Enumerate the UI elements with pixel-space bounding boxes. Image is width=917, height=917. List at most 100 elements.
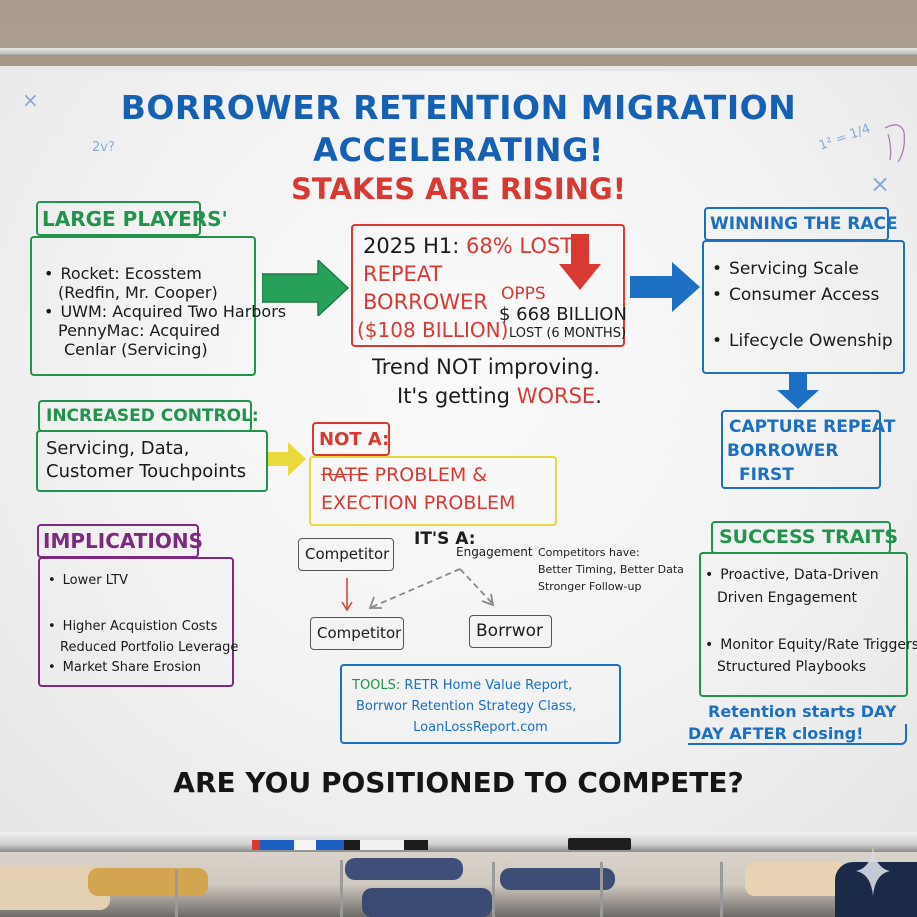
- marker-blue[interactable]: [260, 840, 294, 850]
- winning-header: WINNING THE RACE: [710, 214, 898, 234]
- tools-label: TOOLS:: [352, 678, 401, 693]
- stats-repeat: REPEAT: [363, 262, 443, 286]
- capture-line: BORROWER: [727, 441, 839, 461]
- tools-line2: Borrwor Retention Strategy Class,: [356, 699, 577, 714]
- winning-box: Servicing Scale Consumer Access Lifecycl…: [702, 240, 905, 374]
- not-a-header-box: NOT A:: [312, 422, 390, 456]
- not-a-struck: RATE: [321, 464, 369, 486]
- not-a-line1: PROBLEM &: [374, 464, 488, 486]
- success-traits-item: Structured Playbooks: [717, 659, 867, 675]
- trend-line-2: It's getting WORSE.: [397, 384, 602, 408]
- arrow-down-red-icon: [559, 234, 601, 290]
- chair-leg: [340, 860, 343, 917]
- success-traits-item: Monitor Equity/Rate Triggers: [705, 636, 917, 655]
- stats-billion: ($108 BILLION): [357, 318, 509, 342]
- success-traits-header-box: SUCCESS TRAITS: [711, 521, 899, 554]
- doodle-x-right: ×: [870, 170, 891, 198]
- winning-item: Consumer Access: [712, 286, 879, 305]
- large-players-box: Rocket: Ecosstem (Redfin, Mr. Cooper) UW…: [30, 236, 286, 376]
- success-traits-item: Driven Engagement: [717, 590, 857, 606]
- retention-line-1: Retention starts DAY: [708, 702, 897, 721]
- increased-control-line: Customer Touchpoints: [46, 461, 247, 482]
- opps-period: LOST (6 MONTHS): [509, 326, 627, 341]
- competitor-node-label: Competitor: [317, 624, 402, 642]
- tools-line1: RETR Home Value Report,: [404, 678, 573, 693]
- competitor-node-top: Competitor: [298, 538, 394, 571]
- winning-item: Servicing Scale: [712, 260, 859, 279]
- large-players-item: UWM: Acquired Two Harbors: [44, 302, 286, 321]
- arrow-down-red-small-icon: [341, 578, 353, 612]
- title-line-2: ACCELERATING!: [313, 131, 604, 169]
- stats-lost-percent: 68% LOST: [466, 234, 574, 258]
- implications-header: IMPLICATIONS: [43, 529, 204, 553]
- borrower-node-label: Borrwor: [476, 621, 544, 641]
- marker-red[interactable]: [252, 840, 260, 850]
- stats-borrower: BORROWER: [363, 290, 488, 314]
- increased-control-line: Servicing, Data,: [46, 438, 190, 459]
- success-traits-item: Proactive, Data-Driven: [705, 566, 878, 585]
- implications-item: Lower LTV: [48, 571, 128, 590]
- doodle-note: 2v?: [92, 140, 115, 155]
- borrower-node: Borrwor: [469, 615, 552, 648]
- trend-suffix: .: [595, 384, 602, 408]
- stats-period: 2025 H1:: [363, 234, 460, 258]
- large-players-header-box: LARGE PLAYERS': [36, 201, 228, 236]
- chair-leg: [492, 862, 495, 917]
- opps-value: $ 668 BILLION: [499, 304, 627, 325]
- arrow-right-yellow-icon: [268, 442, 306, 476]
- eraser[interactable]: [568, 838, 631, 850]
- competitors-have-line: Better Timing, Better Data: [538, 563, 684, 576]
- marker-tray: [0, 832, 917, 852]
- closing-question: ARE YOU POSITIONED TO COMPETE?: [173, 766, 744, 799]
- competitor-node-label: Competitor: [305, 545, 390, 563]
- winning-item: Lifecycle Owenship: [712, 332, 893, 351]
- implications-item: Reduced Portfolio Leverage: [60, 640, 239, 655]
- arrow-right-blue-icon: [630, 262, 700, 312]
- not-a-header: NOT A:: [319, 429, 390, 450]
- implications-header-box: IMPLICATIONS: [37, 524, 204, 558]
- competitors-have: Competitors have: Better Timing, Better …: [538, 544, 684, 595]
- retention-line-2: DAY AFTER closing!: [688, 724, 908, 745]
- marker-blue-2[interactable]: [316, 840, 344, 850]
- success-traits-box: Proactive, Data-Driven Driven Engagement…: [699, 552, 917, 697]
- competitor-node-bottom: Competitor: [310, 617, 404, 650]
- arrow-right-green-icon: [262, 260, 350, 316]
- large-players-item: PennyMac: Acquired: [58, 321, 220, 340]
- tools-box: TOOLS: RETR Home Value Report, Borrwor R…: [340, 664, 621, 744]
- chair-blue-back: [345, 858, 463, 880]
- marker-label: [360, 840, 404, 850]
- not-a-line2: EXECTION PROBLEM: [321, 492, 516, 514]
- title-line-1: BORROWER RETENTION MIGRATION: [120, 88, 797, 127]
- whiteboard: [0, 71, 917, 833]
- competitors-have-line: Stronger Follow-up: [538, 580, 642, 593]
- success-traits-header: SUCCESS TRAITS: [719, 526, 899, 548]
- not-a-box: RATE PROBLEM & EXECTION PROBLEM: [309, 456, 557, 526]
- doodle-x: ×: [22, 88, 39, 112]
- engagement-label: Engagement: [456, 545, 533, 559]
- chair-leg: [720, 862, 723, 917]
- capture-line: FIRST: [739, 465, 794, 485]
- top-rail: [0, 48, 917, 56]
- chair-blue-seat: [362, 888, 492, 917]
- winning-header-box: WINNING THE RACE: [704, 207, 898, 241]
- implications-item: Higher Acquistion Costs: [48, 617, 218, 636]
- implications-box: Lower LTV Higher Acquistion Costs Reduce…: [38, 557, 238, 687]
- doodle-purple-scribble: [884, 124, 906, 163]
- increased-control-header-box: INCREASED CONTROL:: [38, 400, 259, 432]
- chair-blue: [500, 868, 615, 890]
- arrow-down-blue-icon: [777, 374, 819, 409]
- sparkle-icon: [856, 846, 890, 896]
- increased-control-box: Servicing, Data, Customer Touchpoints: [36, 430, 268, 492]
- marker-cap-white: [294, 840, 316, 850]
- implications-item: Market Share Erosion: [48, 658, 201, 677]
- subtitle-stakes: STAKES ARE RISING!: [291, 172, 626, 206]
- trend-line-1: Trend NOT improving.: [372, 355, 601, 379]
- trend-prefix: It's getting: [397, 384, 511, 408]
- tools-line3-link[interactable]: LoanLossReport.com: [413, 720, 548, 735]
- opps-label: OPPS: [501, 284, 546, 304]
- stats-box: 2025 H1: 68% LOST REPEAT BORROWER ($108 …: [351, 224, 627, 347]
- chair-leg: [600, 862, 603, 917]
- capture-box: CAPTURE REPEAT BORROWER FIRST: [721, 410, 895, 489]
- large-players-header: LARGE PLAYERS': [42, 207, 228, 231]
- its-a-header: IT'S A:: [414, 529, 476, 549]
